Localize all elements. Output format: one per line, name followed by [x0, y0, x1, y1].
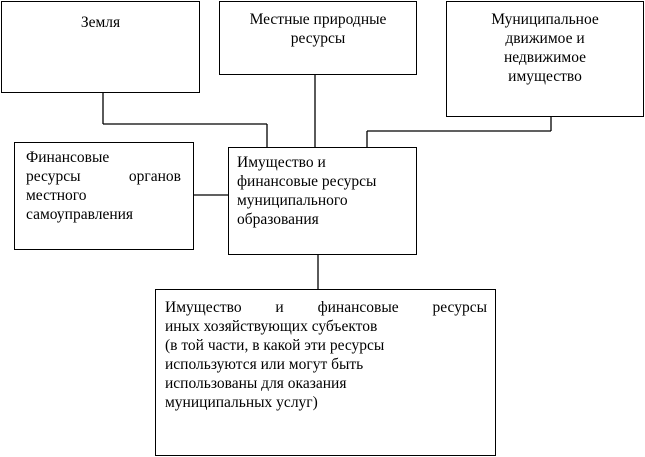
- node-entities-line-1: Имущество и финансовые ресурсы: [165, 299, 487, 316]
- node-other-entities: Имущество и финансовые ресурсы иных хозя…: [155, 289, 496, 456]
- node-entities-line-3: (в той части, в какой эти ресурсы: [165, 337, 385, 354]
- node-entities-line-5: использованы для оказания: [165, 375, 347, 392]
- node-financial-line-2: ресурсы органов: [26, 168, 181, 185]
- node-entities-line-4: используются или могут быть: [165, 356, 364, 373]
- node-center-line-1: Имущество и: [237, 154, 326, 171]
- node-land: Земля: [1, 1, 200, 93]
- node-property-line-1: Муниципальное: [491, 11, 599, 28]
- node-entities-line-6: муниципальных услуг): [165, 394, 318, 411]
- node-center-line-2: финансовые ресурсы: [237, 173, 377, 190]
- node-financial-line-3: местного: [26, 187, 87, 204]
- node-local-natural-resources: Местные природные ресурсы: [219, 1, 417, 75]
- node-property-line-3: недвижимое: [503, 49, 587, 66]
- node-center: Имущество и финансовые ресурсы муниципал…: [228, 147, 417, 255]
- node-financial-line-4: самоуправления: [26, 206, 134, 223]
- node-municipal-property: Муниципальное движимое и недвижимое имущ…: [446, 1, 644, 117]
- node-land-line-1: Земля: [80, 14, 121, 31]
- node-center-line-3: муниципального: [237, 192, 348, 209]
- node-natural-resources-line-2: ресурсы: [290, 30, 346, 47]
- node-property-line-4: имущество: [508, 68, 582, 85]
- node-financial-line-1: Финансовые: [26, 149, 110, 166]
- node-natural-resources-line-1: Местные природные: [249, 11, 387, 28]
- node-entities-line-2: иных хозяйствующих субъектов: [165, 318, 378, 335]
- node-center-line-4: образования: [237, 211, 319, 228]
- node-financial-resources: Финансовые ресурсы органов местного само…: [14, 142, 194, 250]
- node-property-line-2: движимое и: [505, 30, 585, 47]
